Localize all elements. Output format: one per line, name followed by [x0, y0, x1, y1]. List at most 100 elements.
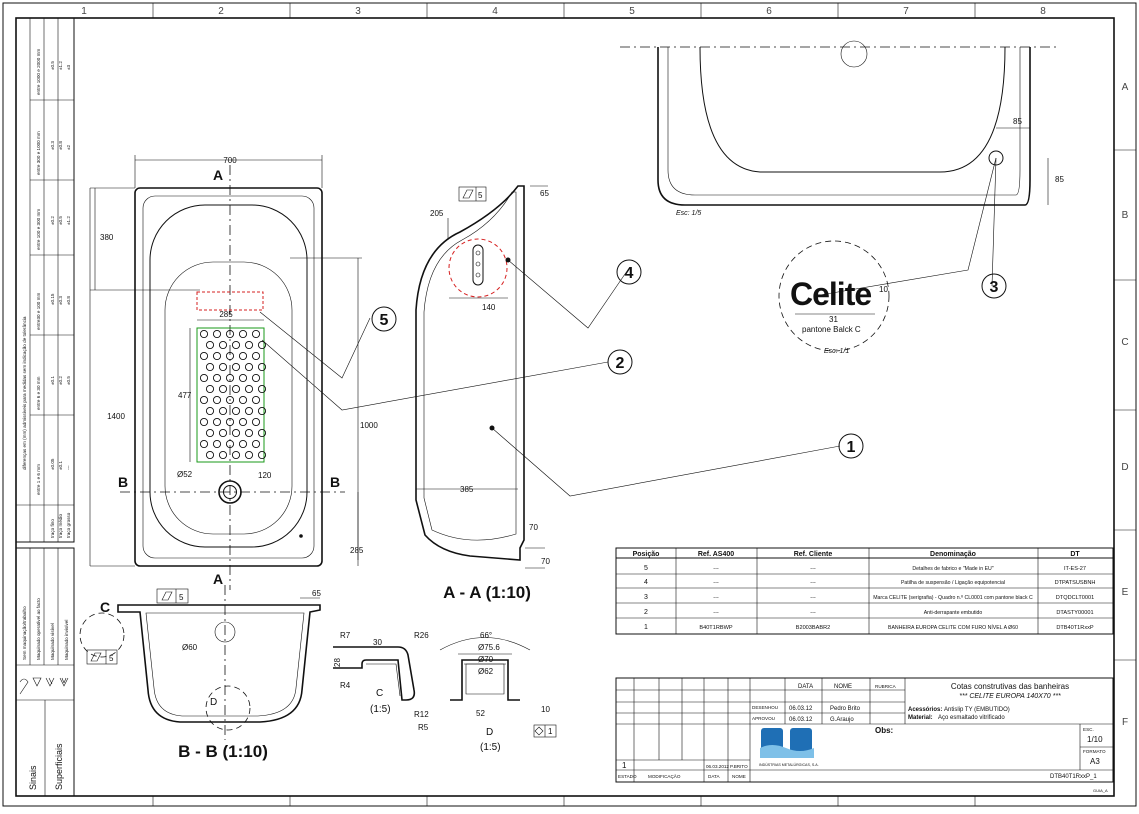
antislip-dot: [244, 406, 254, 416]
surface-footer: Superficiais: [54, 743, 64, 790]
drain-outer: [218, 480, 242, 504]
runout-icon: [534, 726, 544, 736]
col-data: DATA: [798, 684, 813, 690]
wave-sign-icon: [19, 678, 29, 695]
dim-r26: R26: [414, 631, 429, 640]
antislip-dot: [251, 329, 261, 339]
antislip-dot: [244, 384, 254, 394]
parts-cell-dt: IT-ES-27: [1064, 566, 1086, 572]
parts-header: Ref. AS400: [698, 551, 734, 558]
svg-text:1: 1: [847, 439, 856, 456]
parts-cell-denom: Anti-derrapante embutido: [924, 610, 983, 616]
tolerance-medio: ±0.8: [58, 141, 63, 150]
dim-66deg: 66°: [480, 631, 492, 640]
antislip-dot: [218, 340, 228, 350]
material-label: Material:: [908, 715, 933, 721]
dim-70b: 70: [541, 557, 550, 566]
antislip-dot: [257, 428, 267, 438]
detail-c-marker: [79, 612, 125, 658]
section-mark-b-left: B: [118, 474, 128, 490]
overflow-hole: [214, 621, 236, 643]
flatness-value: 5: [478, 191, 483, 200]
parts-cell-dt: DTQDCLT0001: [1056, 595, 1094, 601]
fabrication-details-mark: [196, 291, 264, 311]
tolerance-grosso: ±3: [66, 64, 71, 70]
dim-r12: R12: [414, 710, 429, 719]
dim-120: 120: [258, 471, 272, 480]
parts-cell-denom: Patilha de suspensão / Ligação equipoten…: [901, 580, 1005, 586]
antislip-dot: [257, 406, 267, 416]
parts-cell-pos: 2: [644, 609, 648, 616]
parts-cell-denom: Detalhes de fabrico e "Made in EU": [912, 566, 993, 572]
logo-scale: Esc: 1/1: [824, 348, 849, 355]
parts-header: Posição: [633, 551, 660, 558]
antislip-dot: [225, 373, 235, 383]
logo-detail: Celite 31 10 pantone Balck C Esc: 1/1: [778, 240, 890, 355]
tolerance-medio: ±0.1: [58, 461, 63, 470]
antislip-dot: [257, 384, 267, 394]
section-aa-profile: [415, 185, 525, 561]
desenhou-name: Pedro Brito: [830, 706, 861, 712]
row-desenhou: DESENHOU: [752, 705, 778, 710]
drain-hole: [223, 485, 237, 499]
antislip-dot: [225, 351, 235, 361]
dim-1000: 1000: [360, 421, 378, 430]
desenhou-date: 06.03.12: [789, 706, 813, 712]
footer-data: DATA: [708, 774, 721, 779]
antislip-dot: [225, 439, 235, 449]
flatness-value: 5: [179, 593, 184, 602]
parts-cell-as400: B40T1RBWP: [699, 625, 733, 631]
dim-700: 700: [223, 156, 237, 165]
logo-caption: pantone Balck C: [802, 325, 861, 334]
esc-value: 1/10: [1087, 735, 1103, 744]
antislip-dot: [251, 351, 261, 361]
flatness-icon: [161, 591, 173, 601]
antislip-dot: [212, 329, 222, 339]
triple-triangle-sign-icon: [59, 677, 69, 687]
zone-label: E: [1122, 587, 1129, 598]
section-aa-title: A - A (1:10): [443, 583, 531, 602]
antislip-dots: [199, 329, 267, 460]
acessorios-value: Antislip TY (EMBUTIDO): [944, 707, 1010, 713]
footer-modificacao: MODIFICAÇÃO: [648, 773, 681, 779]
antislip-dot: [205, 362, 215, 372]
antislip-dot: [212, 395, 222, 405]
drawing-code: DTB40T1RxxP_1: [1050, 774, 1097, 780]
material-value: Aço esmaltado vitrificado: [938, 715, 1005, 721]
antislip-area: [196, 327, 265, 463]
parts-cell-cliente: ---: [810, 595, 816, 601]
section-aa: 140 205 65 385 70 70 5 A - A (1:10): [415, 185, 550, 602]
parts-table: Posição Ref. AS400 Ref. Cliente Denomina…: [615, 547, 1114, 635]
corner-view-scale: Esc: 1/5: [676, 210, 701, 217]
celite-logo: Celite: [790, 276, 871, 312]
tolerance-medio: ±0.3: [58, 296, 63, 305]
revision-date: 06.03.2012: [706, 764, 729, 769]
drawing-subtitle: *** CELITE EUROPA 140X70 ***: [959, 693, 1061, 700]
detail-c: R7 30 R26 28 R4 C (1:5): [333, 631, 429, 715]
tub-outline: [134, 187, 323, 567]
acessorios-label: Acessórios:: [908, 707, 942, 713]
antislip-dot: [199, 373, 209, 383]
aprovou-date: 06.03.12: [789, 717, 813, 723]
formato-value: A3: [1090, 757, 1100, 766]
callouts: 1 2 3 4 5: [259, 157, 1007, 497]
formato-label: FORMATO: [1083, 749, 1106, 754]
tolerance-fino: ±0.15: [50, 293, 55, 305]
tolerance-medio: ±0.5: [58, 216, 63, 225]
antislip-dot: [218, 406, 228, 416]
dim-140: 140: [482, 303, 496, 312]
footer-nome: NOME: [732, 774, 746, 779]
dim-1400: 1400: [107, 412, 125, 421]
detail-d-scale: (1:5): [480, 742, 501, 753]
antislip-dot: [205, 340, 215, 350]
tolerance-range: entre 6 e 30 mm: [36, 376, 41, 410]
antislip-dot: [225, 395, 235, 405]
parts-cell-dt: DTB40T1RxxP: [1056, 625, 1094, 631]
tolerance-grosso: ±1.2: [66, 216, 71, 225]
obs-label: Obs:: [875, 726, 893, 735]
tolerance-fino: ±0.2: [50, 216, 55, 225]
parts-cell-dt: DTPATSUSBNH: [1055, 580, 1096, 586]
section-bb: C D Ø60 65 5 5 B - B (1:10): [79, 585, 321, 761]
antislip-dot: [231, 428, 241, 438]
parts-cell-pos: 5: [644, 565, 648, 572]
